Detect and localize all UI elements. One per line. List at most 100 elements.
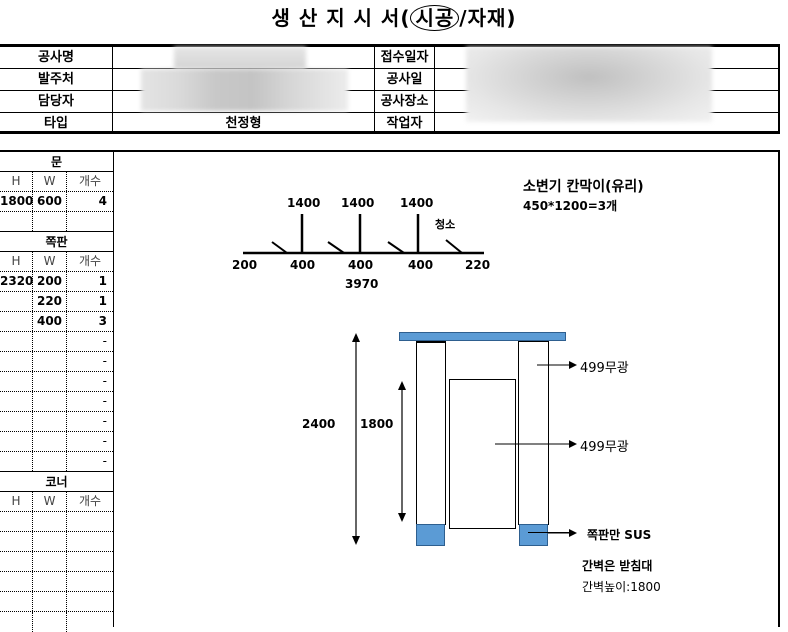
col-count: 개수 [78,254,102,268]
callout-line-bottom [528,532,572,533]
table-row [0,572,113,592]
plan-bottom-dim-5: 220 [465,258,491,272]
cell-w[interactable] [33,532,67,551]
cell-w[interactable] [33,552,67,571]
cell-w[interactable] [33,512,67,531]
page-title: 생 산 지 시 서(시공/자재) [0,2,788,31]
plan-total-length: 3970 [345,277,379,291]
plan-bottom-dim-2: 400 [290,258,316,272]
cell-count[interactable]: - [102,394,107,408]
col-count: 개수 [78,174,102,188]
redacted-project-name [174,47,306,69]
cell-count[interactable]: - [102,354,107,368]
cell-w[interactable] [33,212,67,231]
label-receipt-date: 접수일자 [374,47,435,68]
cell-h[interactable] [0,592,33,611]
table-row: 2320 200 1 [0,272,113,292]
table-row: - [0,352,113,372]
callout-mid-finish: 499무광 [580,440,629,455]
info-row-manager: 담당자 공사장소 [0,91,778,113]
side-panel-header-row: H W 개수 [0,252,113,272]
cell-h[interactable] [0,292,33,311]
table-row: - [0,372,113,392]
note-title: 소변기 칸막이(유리) [523,179,644,195]
cell-count[interactable]: 1 [98,294,107,308]
cell-h[interactable] [0,332,33,351]
title-circled-option: 시공 [410,5,460,31]
table-row [0,532,113,552]
info-row-project-name: 공사명 접수일자 [0,47,778,69]
cell-w[interactable]: 400 [33,312,67,331]
corner-header-row: H W 개수 [0,492,113,512]
label-type: 타입 [0,113,113,133]
cell-h[interactable] [0,312,33,331]
cell-w[interactable]: 220 [33,292,67,311]
note-partition-height: 간벽높이:1800 [582,580,661,594]
table-row: - [0,412,113,432]
cell-w[interactable]: 200 [33,272,67,291]
right-foot-sus [519,524,548,546]
cell-h[interactable] [0,212,33,231]
cell-h[interactable] [0,392,33,411]
cell-w[interactable]: 600 [33,192,67,211]
door-header-row: H W 개수 [0,172,113,192]
cell-h[interactable] [0,532,33,551]
elevation-height-total: 2400 [302,417,336,431]
cell-w[interactable] [33,352,67,371]
plan-top-dim-2: 1400 [341,196,375,210]
callout-top-finish: 499무광 [580,361,629,376]
project-info-table: 공사명 접수일자 발주처 공사일 담당자 공사장소 타입 천정형 작업자 [0,44,780,134]
cell-w[interactable] [33,392,67,411]
cell-h[interactable] [0,512,33,531]
cell-h[interactable] [0,572,33,591]
cell-count[interactable]: - [102,374,107,388]
col-count: 개수 [78,494,102,508]
table-row: - [0,452,113,472]
table-row: 400 3 [0,312,113,332]
plan-cleaning-label: 청소 [435,218,456,231]
table-row: - [0,332,113,352]
cell-w[interactable] [33,612,67,632]
cell-w[interactable] [33,372,67,391]
cell-w[interactable] [33,332,67,351]
col-h: H [0,252,33,271]
cell-h[interactable] [0,372,33,391]
cell-h[interactable] [0,432,33,451]
section-side-panel-title: 쪽판 [0,232,113,252]
cell-count[interactable]: - [102,414,107,428]
table-row [0,512,113,532]
callout-bottom-sus: 쪽판만 SUS [587,528,652,542]
cell-count[interactable]: - [102,434,107,448]
cell-h[interactable] [0,412,33,431]
cell-h[interactable]: 1800 [0,192,33,211]
section-corner-title: 코너 [0,472,113,492]
cell-count[interactable]: - [102,334,107,348]
label-work-date: 공사일 [374,69,435,90]
top-rail-bar [399,332,566,341]
title-prefix: 생 산 지 시 서( [271,6,411,30]
drawing-area [114,150,780,627]
info-row-type: 타입 천정형 작업자 [0,113,778,134]
cell-h[interactable] [0,352,33,371]
cell-w[interactable] [33,432,67,451]
col-h: H [0,172,33,191]
cell-h[interactable] [0,452,33,471]
col-h: H [0,492,33,511]
table-row: 1800 600 4 [0,192,113,212]
label-client: 발주처 [0,69,113,90]
table-row: 220 1 [0,292,113,312]
cell-h[interactable] [0,612,33,632]
cell-h[interactable] [0,552,33,571]
cell-count[interactable]: - [102,454,107,468]
cell-count[interactable]: 4 [98,194,107,208]
table-row [0,552,113,572]
table-row [0,592,113,612]
table-row [0,212,113,232]
cell-count[interactable]: 1 [98,274,107,288]
cell-h[interactable]: 2320 [0,272,33,291]
cell-count[interactable]: 3 [98,314,107,328]
cell-w[interactable] [33,412,67,431]
cell-w[interactable] [33,592,67,611]
cell-w[interactable] [33,572,67,591]
cell-w[interactable] [33,452,67,471]
